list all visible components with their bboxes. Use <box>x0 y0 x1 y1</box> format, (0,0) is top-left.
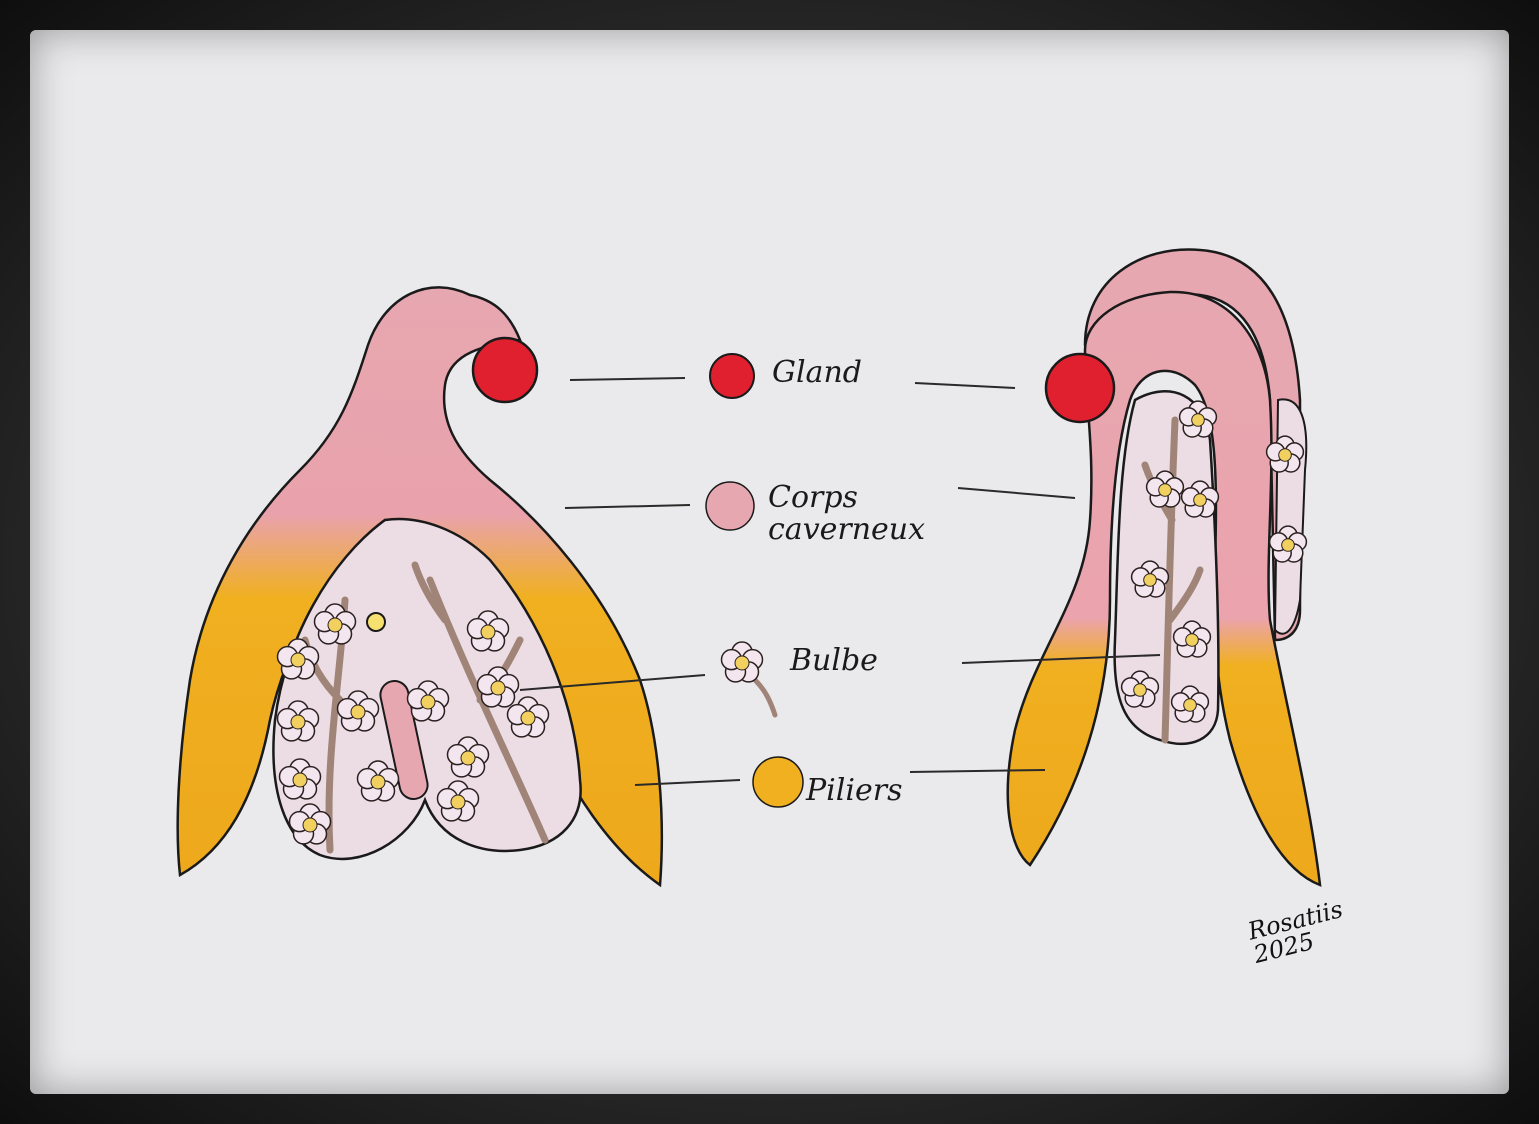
blossom <box>1170 685 1210 723</box>
blossom <box>1178 400 1218 438</box>
legend-swatch-gland <box>709 353 755 399</box>
front-meatus <box>366 612 386 632</box>
blossom <box>288 803 332 845</box>
blossom <box>1120 670 1160 708</box>
front-view <box>176 286 664 888</box>
legend-label-corps-caverneux: Corps caverneux <box>768 480 926 547</box>
blossom <box>406 680 450 722</box>
front-blossoms <box>276 603 550 845</box>
blossom <box>276 700 320 742</box>
blossom <box>1130 560 1170 598</box>
legend-swatch-bulbe <box>720 641 778 718</box>
legend-label-piliers: Piliers <box>806 773 903 808</box>
blossom <box>278 758 322 800</box>
legend-lines <box>519 377 1161 786</box>
blossom <box>466 610 510 652</box>
blossom <box>476 666 520 708</box>
side-gland <box>1044 352 1116 424</box>
blossom <box>506 696 550 738</box>
blossom <box>336 690 380 732</box>
blossom <box>436 780 480 822</box>
front-gland <box>471 336 539 404</box>
blossom <box>276 638 320 680</box>
legend-swatch-piliers <box>752 756 804 808</box>
legend-swatch-corps <box>705 481 755 531</box>
blossom <box>446 736 490 778</box>
blossom <box>356 760 400 802</box>
blossom <box>1145 470 1185 508</box>
blossom <box>1180 480 1220 518</box>
side-view <box>1006 248 1322 887</box>
front-urethra-slit <box>379 680 429 800</box>
legend <box>519 353 1161 808</box>
side-bulbe-back <box>1273 398 1308 635</box>
legend-label-bulbe: Bulbe <box>790 643 878 678</box>
blossom <box>1172 620 1212 658</box>
blossom <box>1265 435 1305 473</box>
blossom <box>720 641 764 683</box>
blossom <box>1268 525 1308 563</box>
legend-label-gland: Gland <box>772 355 862 390</box>
side-blossoms <box>1120 400 1308 723</box>
blossom <box>313 603 357 645</box>
